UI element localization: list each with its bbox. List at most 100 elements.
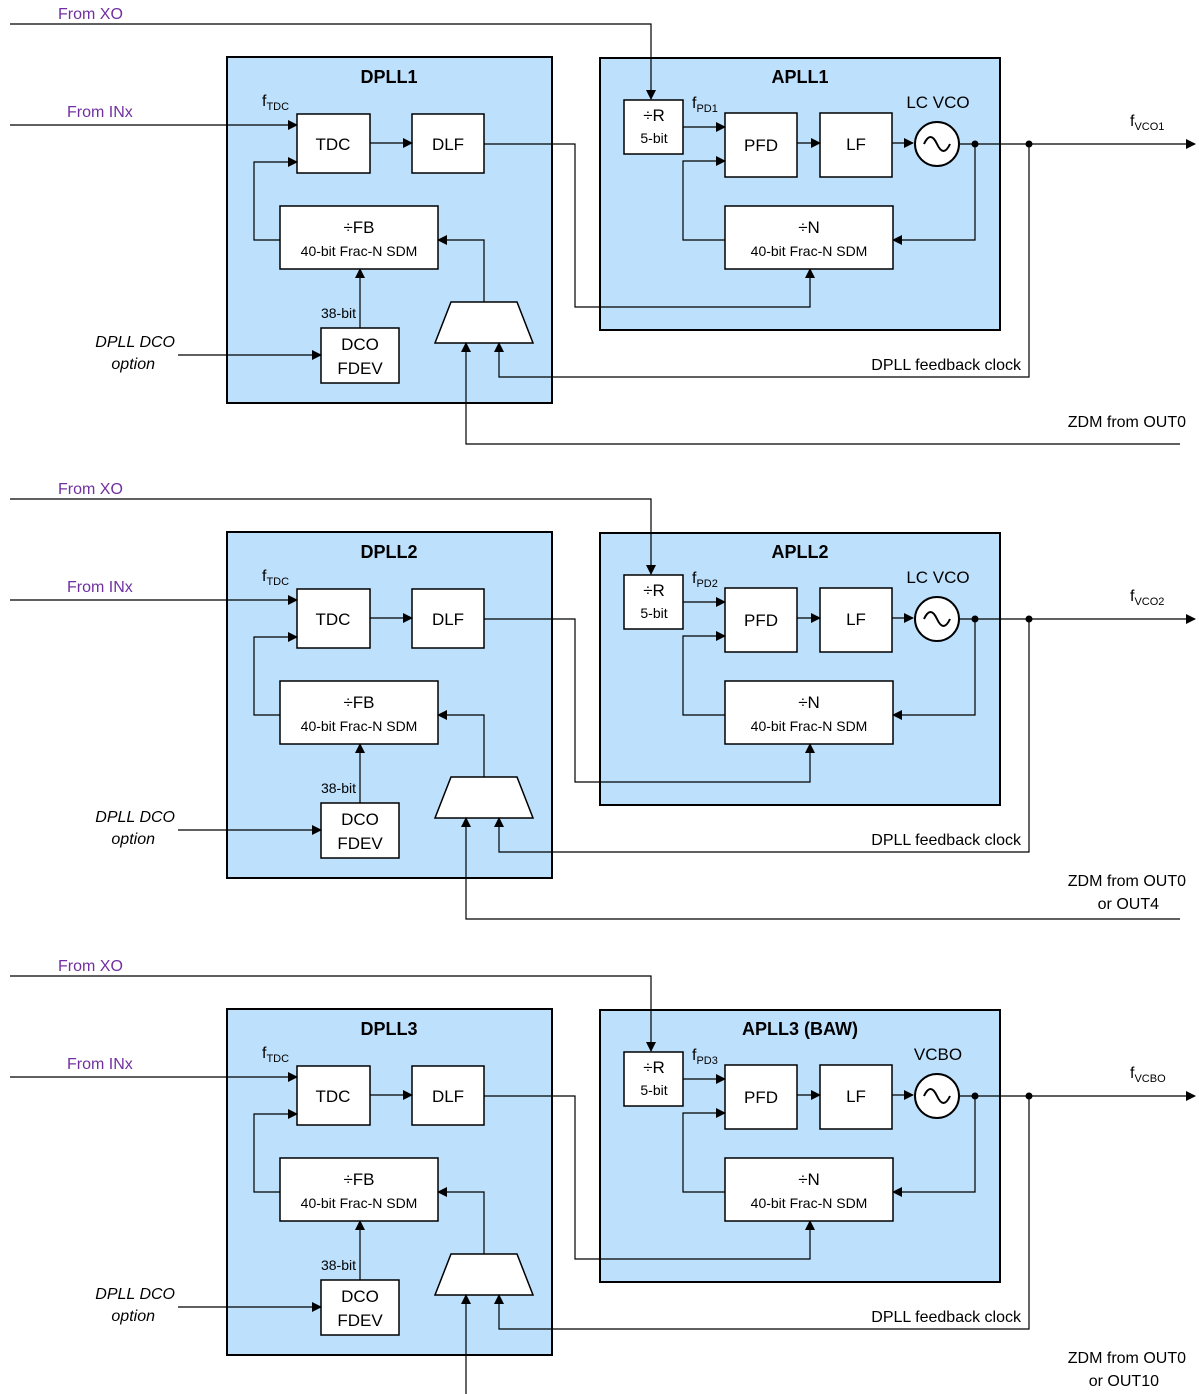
from-inx-label: From INx — [67, 1056, 133, 1073]
mux-to-fb — [437, 1187, 485, 1254]
xo-line — [10, 23, 656, 100]
fout-label: fVCO2 — [1130, 588, 1164, 608]
fout-label: fVCBO — [1130, 1065, 1166, 1085]
fb-divider-box — [279, 680, 439, 745]
zdm-label: ZDM from OUT0 — [1068, 1350, 1186, 1367]
zdm-line — [461, 1294, 471, 1394]
pfd-label: PFD — [744, 1088, 778, 1107]
lf-box — [819, 112, 893, 178]
r-divider-box — [623, 574, 684, 630]
n-divider-box — [724, 680, 894, 745]
zdm-line — [461, 817, 1180, 920]
fb-divider-box — [279, 1157, 439, 1222]
dpll-feedback-line — [494, 1096, 1030, 1330]
fdev-label: FDEV — [337, 359, 383, 378]
dco-option-sublabel: option — [111, 356, 155, 373]
dco-option-label: DPLL DCO — [95, 809, 175, 826]
dlf-to-n-divider — [484, 618, 815, 783]
r-divider-label: ÷R — [643, 581, 665, 600]
n-to-pfd — [682, 1108, 726, 1193]
fb-to-tdc — [253, 1109, 298, 1193]
osc-to-n — [892, 144, 976, 245]
n-divider-sublabel: 40-bit Frac-N SDM — [751, 243, 868, 259]
apll-title: APLL3 (BAW) — [742, 1019, 858, 1039]
fpd-label: fPD3 — [692, 1047, 718, 1067]
sine-wave-icon — [923, 136, 951, 152]
from-inx-label: From INx — [67, 104, 133, 121]
from-xo-label: From XO — [58, 6, 123, 23]
dco-option-sublabel: option — [111, 831, 155, 848]
r-divider-box — [623, 99, 684, 155]
ftdc-label: fTDC — [262, 1045, 289, 1065]
n-divider-sublabel: 40-bit Frac-N SDM — [751, 1195, 868, 1211]
fb-divider-sublabel: 40-bit Frac-N SDM — [301, 1195, 418, 1211]
dco-label: DCO — [341, 1287, 379, 1306]
fb-divider-sublabel: 40-bit Frac-N SDM — [301, 718, 418, 734]
xo-line — [10, 975, 656, 1052]
n-to-pfd — [682, 631, 726, 716]
apll-title: APLL1 — [771, 67, 828, 87]
zdm-sublabel: or OUT10 — [1089, 1373, 1159, 1390]
feedback-clock-label: DPLL feedback clock — [871, 1309, 1022, 1326]
lf-box — [819, 1064, 893, 1130]
lf-box — [819, 587, 893, 653]
dlf-box — [411, 588, 485, 649]
pfd-label: PFD — [744, 611, 778, 630]
pfd-box — [724, 587, 798, 653]
fb-divider-label: ÷FB — [343, 693, 374, 712]
xo-line — [10, 498, 656, 575]
r-divider-sublabel: 5-bit — [640, 130, 667, 146]
feedback-mux — [433, 301, 535, 344]
feedback-clock-label: DPLL feedback clock — [871, 357, 1022, 374]
dco-label: DCO — [341, 810, 379, 829]
fb-to-tdc — [253, 157, 298, 241]
dpll-title: DPLL2 — [360, 542, 417, 562]
n-to-pfd — [682, 156, 726, 241]
tdc-box — [296, 1065, 371, 1126]
zdm-line — [461, 342, 1180, 445]
tdc-box — [296, 588, 371, 649]
fpd-label: fPD1 — [692, 95, 718, 115]
tdc-label: TDC — [316, 1087, 351, 1106]
dco-option-label: DPLL DCO — [95, 1286, 175, 1303]
fb-to-tdc — [253, 632, 298, 716]
oscillator-label: LC VCO — [906, 93, 969, 112]
n-divider-sublabel: 40-bit Frac-N SDM — [751, 718, 868, 734]
oscillator-label: LC VCO — [906, 568, 969, 587]
n-divider-label: ÷N — [798, 218, 820, 237]
tdc-box — [296, 113, 371, 174]
dco-label: DCO — [341, 335, 379, 354]
osc-to-n — [892, 619, 976, 720]
zdm-label: ZDM from OUT0 — [1068, 414, 1186, 431]
r-divider-label: ÷R — [643, 106, 665, 125]
pfd-box — [724, 112, 798, 178]
dco-fdev-box — [320, 802, 400, 859]
dlf-to-n-divider — [484, 1095, 815, 1260]
dco-option-sublabel: option — [111, 1308, 155, 1325]
feedback-mux — [433, 776, 535, 819]
bits-38-label: 38-bit — [321, 1257, 356, 1273]
dlf-label: DLF — [432, 135, 464, 154]
mux-to-fb — [437, 235, 485, 302]
dlf-to-n-divider — [484, 143, 815, 308]
ftdc-label: fTDC — [262, 568, 289, 588]
zdm-sublabel: or OUT4 — [1098, 896, 1159, 913]
dlf-label: DLF — [432, 1087, 464, 1106]
dpll-feedback-line — [494, 144, 1030, 378]
lf-label: LF — [846, 1087, 866, 1106]
fdev-label: FDEV — [337, 834, 383, 853]
ftdc-label: fTDC — [262, 93, 289, 113]
pfd-box — [724, 1064, 798, 1130]
n-divider-box — [724, 1157, 894, 1222]
mux-to-fb — [437, 710, 485, 777]
fb-divider-box — [279, 205, 439, 270]
apll-title: APLL2 — [771, 542, 828, 562]
tdc-label: TDC — [316, 135, 351, 154]
oscillator-label: VCBO — [914, 1045, 962, 1064]
from-inx-label: From INx — [67, 579, 133, 596]
tdc-label: TDC — [316, 610, 351, 629]
r-divider-sublabel: 5-bit — [640, 1082, 667, 1098]
